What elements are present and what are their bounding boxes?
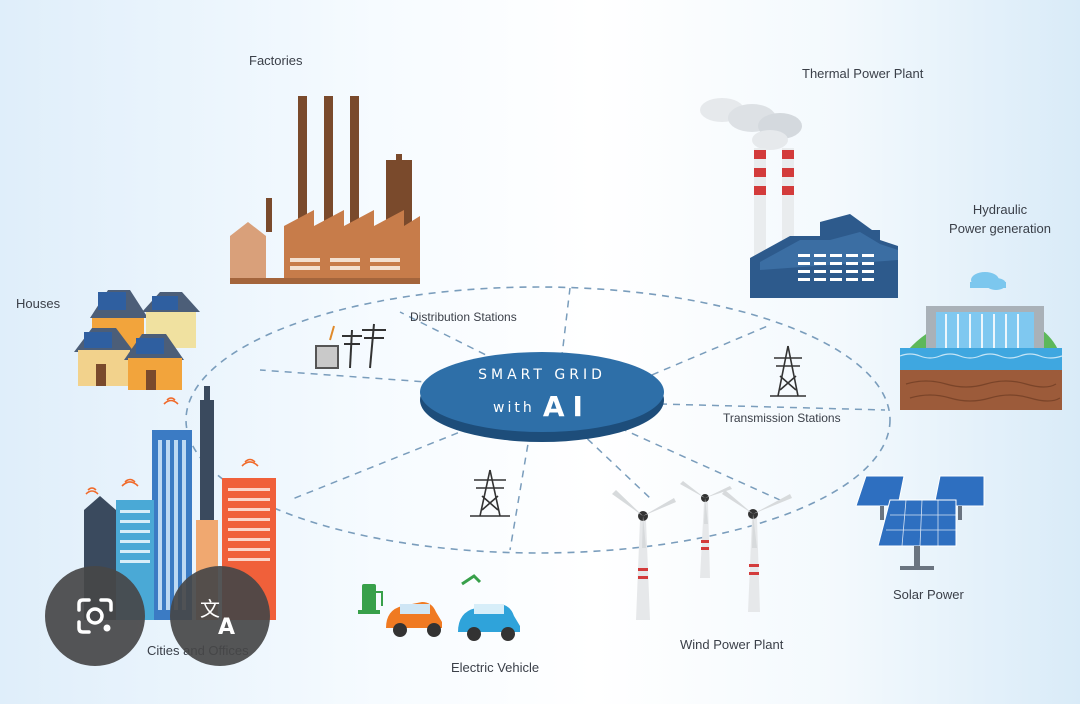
- hub-subtitle-prefix: with: [493, 400, 535, 416]
- hub-subtitle-main: AI: [542, 390, 591, 423]
- translate-button[interactable]: 文 A: [170, 566, 270, 666]
- label-hydraulic-line2: Power generation: [949, 221, 1051, 236]
- label-factories: Factories: [249, 53, 303, 68]
- label-electric-vehicle: Electric Vehicle: [451, 660, 540, 675]
- grid-ring: [185, 286, 891, 554]
- hub-ellipse: [420, 352, 664, 432]
- label-transmission-stations: Transmission Stations: [723, 411, 841, 425]
- google-lens-icon: [77, 598, 113, 634]
- solar-panels-icon: [855, 475, 985, 570]
- label-thermal-power-plant: Thermal Power Plant: [802, 66, 924, 81]
- hydraulic-dam-icon: [899, 272, 1063, 410]
- wind-turbines-icon: [612, 481, 792, 620]
- svg-text:A: A: [218, 615, 235, 640]
- transmission-tower-icon-bottom: [470, 469, 510, 517]
- hub-subtitle: with AI: [420, 390, 664, 423]
- transmission-tower-icon-right: [770, 345, 806, 397]
- svg-text:文: 文: [200, 597, 220, 621]
- houses-icon: [74, 290, 200, 390]
- thermal-power-plant-icon: [700, 98, 898, 298]
- grid-spokes: [259, 287, 886, 551]
- electric-vehicle-icon: [358, 574, 520, 641]
- label-distribution-stations: Distribution Stations: [410, 310, 517, 324]
- distribution-station-icon: [315, 323, 386, 369]
- google-lens-button[interactable]: [45, 566, 145, 666]
- translate-icon: 文 A: [200, 597, 235, 640]
- label-hydraulic-line1: Hydraulic: [972, 202, 1028, 217]
- hub-title: SMART GRID: [478, 367, 606, 383]
- label-houses: Houses: [16, 296, 61, 311]
- label-wind-power-plant: Wind Power Plant: [680, 637, 784, 652]
- label-solar-power: Solar Power: [893, 587, 964, 602]
- factory-icon: [230, 96, 420, 284]
